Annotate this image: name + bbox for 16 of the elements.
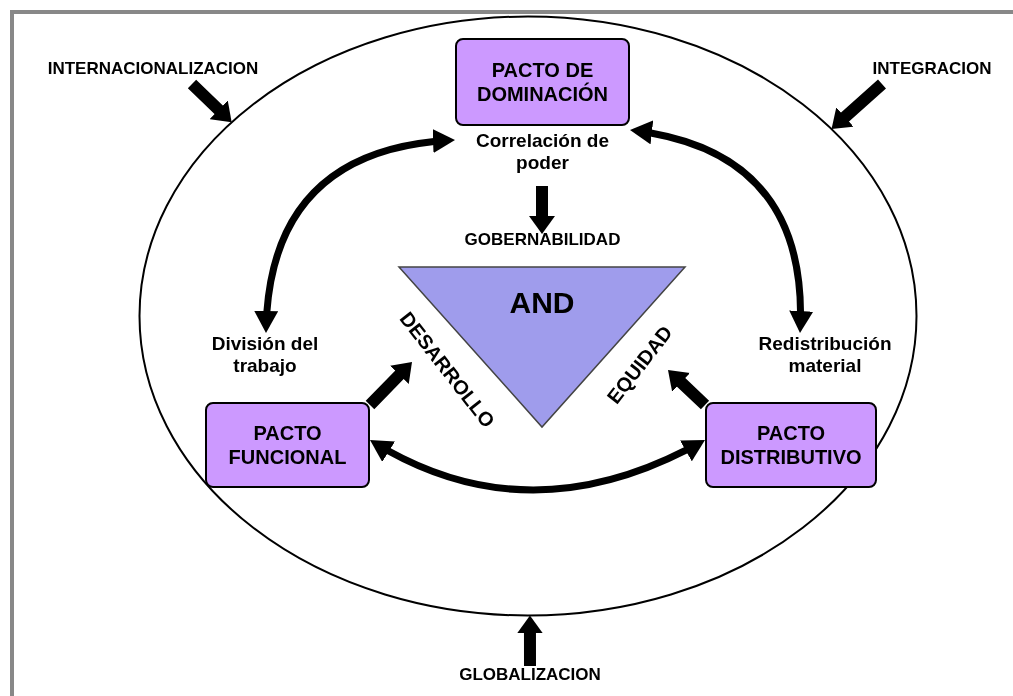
caption-text: Redistribución material [757,333,893,377]
arrow [529,186,555,234]
double-arrow [629,121,813,334]
pact-box: PACTO DE DOMINACIÓN [455,38,630,126]
label-text: INTERNACIONALIZACION [46,60,260,77]
pact-box: PACTO FUNCIONAL [205,402,370,488]
label-text: GLOBALIZACION [458,666,602,683]
label-text: INTEGRACION [871,60,993,77]
label-text: GOBERNABILIDAD [463,231,622,248]
arrow [516,615,543,666]
double-arrow [255,129,456,334]
triangle-shape [398,266,686,428]
caption-text: División del trabajo [210,333,320,377]
pact-box: PACTO DISTRIBUTIVO [705,402,877,488]
center-text: AND [508,286,576,321]
caption-text: Correlación de poder [474,130,610,174]
